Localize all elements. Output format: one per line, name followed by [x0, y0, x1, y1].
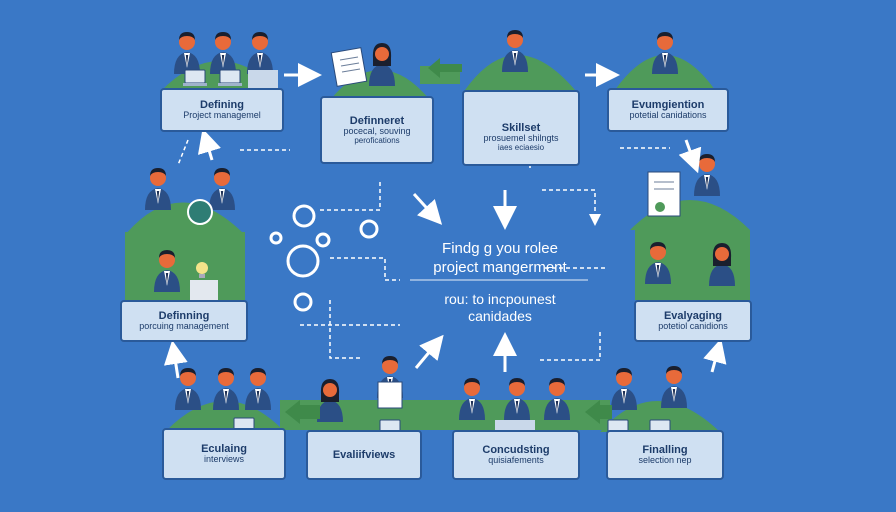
- card-title: Concudsting: [482, 444, 550, 456]
- arrow-icon: [163, 63, 727, 379]
- card-subtitle: selection nep: [638, 455, 692, 466]
- card-evumgiention: Evumgiention potetial canidations: [607, 88, 729, 132]
- card-defining-project: Defining Project managemel: [160, 88, 284, 132]
- card-title: Definning: [158, 310, 210, 322]
- card-subtitle: Project managemel: [183, 110, 261, 121]
- laptop-icon: [182, 69, 208, 87]
- card-title: Definneret: [349, 114, 405, 127]
- card-detail: perofications: [354, 135, 400, 145]
- card-concudsting: Concudsting quisiafements: [452, 430, 580, 480]
- card-title: Eculaing: [201, 443, 247, 455]
- card-subtitle: potetial canidations: [629, 110, 707, 121]
- document-icon: [330, 47, 368, 87]
- card-subtitle: prosuemel shilngts: [483, 132, 559, 143]
- card-title: Evumgiention: [631, 99, 705, 111]
- center-note-2: canidades: [468, 308, 532, 324]
- card-eculaing: Eculaing interviews: [162, 428, 286, 480]
- card-finalling: Finalling selection nep: [606, 430, 724, 480]
- card-subtitle: interviews: [203, 454, 244, 465]
- card-skillset: Skillset prosuemel shilngts iaes eciaesi…: [462, 90, 580, 166]
- card-subtitle: quisiafements: [488, 455, 544, 466]
- card-evalyaging: Evalyaging potetiol canidions: [634, 300, 752, 342]
- card-subtitle: pocecal, souving: [343, 125, 411, 136]
- card-definning: Definning porcuing management: [120, 300, 248, 342]
- card-definneret: Definneret pocecal, souving perofication…: [320, 96, 434, 164]
- card-subtitle: porcuing management: [139, 321, 229, 332]
- card-title: Skillset: [501, 121, 541, 134]
- center-subtitle: project mangerment: [433, 259, 567, 276]
- gear-icon: [187, 199, 213, 225]
- card-evaliifviews: Evaliifviews: [306, 430, 422, 480]
- card-detail: iaes eciaesio: [497, 142, 545, 152]
- card-subtitle: potetiol canidions: [658, 321, 728, 332]
- card-title: Finalling: [642, 444, 688, 456]
- center-title: Findg g you rolee: [442, 240, 558, 257]
- gear-icon: [269, 204, 379, 312]
- center-note: rou: to incpounest: [444, 291, 556, 307]
- card-title: Defining: [200, 99, 244, 111]
- card-title: Evalyaging: [663, 310, 723, 322]
- card-title: Evaliifviews: [332, 448, 396, 461]
- lightbulb-icon: [196, 262, 208, 278]
